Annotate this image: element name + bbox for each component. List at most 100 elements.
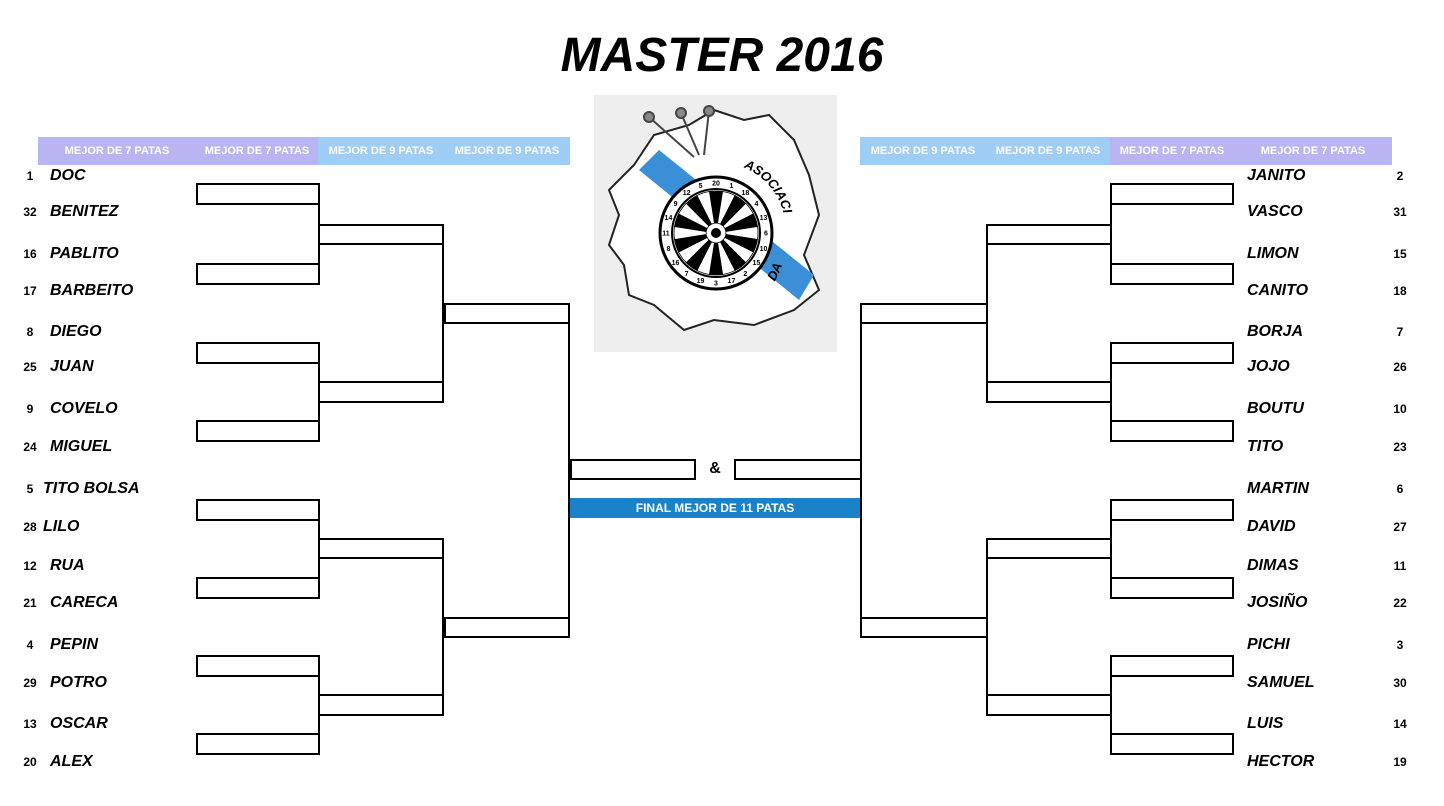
connector-left-r2 [442, 557, 444, 694]
left-seed: 1 [26, 169, 34, 183]
match-box-left-r1 [196, 342, 320, 364]
right-player-name: PICHI [1247, 636, 1290, 653]
right-seed: 14 [1393, 717, 1407, 731]
left-seed: 29 [23, 676, 37, 690]
right-player-name: MARTIN [1247, 480, 1309, 497]
dartboard-number: 11 [662, 231, 670, 238]
match-box-right-r1 [1110, 420, 1234, 442]
match-box-right-final [734, 459, 862, 480]
left-seed: 16 [23, 247, 37, 261]
dartboard-number: 20 [712, 181, 720, 188]
final-label: FINAL MEJOR DE 11 PATAS [570, 498, 860, 518]
match-box-right-r1 [1110, 342, 1234, 364]
right-seed: 27 [1393, 520, 1407, 534]
right-seed: 3 [1396, 638, 1404, 652]
connector-left-r2 [442, 243, 444, 381]
match-box-right-r1 [1110, 733, 1234, 755]
dartboard-number: 13 [760, 215, 768, 222]
left-player-name: BARBEITO [50, 282, 134, 299]
right-player-name: VASCO [1247, 203, 1303, 220]
dartboard-segment [696, 191, 715, 225]
match-box-left-r2 [318, 224, 444, 245]
match-box-right-r1 [1110, 263, 1234, 285]
match-box-left-final [570, 459, 696, 480]
header-right-r2: MEJOR DE 7 PATAS [1110, 137, 1234, 165]
match-box-left-r1 [196, 420, 320, 442]
dartboard-number: 15 [753, 260, 761, 267]
match-box-left-r2 [318, 538, 444, 559]
left-player-name: PABLITO [50, 245, 119, 262]
match-box-right-r2 [986, 694, 1112, 716]
right-seed: 10 [1393, 402, 1407, 416]
match-box-right-r2 [986, 538, 1112, 559]
match-box-right-r1 [1110, 577, 1234, 599]
right-player-name: LUIS [1247, 715, 1284, 732]
match-box-left-r3 [444, 617, 570, 638]
match-box-right-r3 [860, 303, 988, 324]
left-seed: 20 [23, 755, 37, 769]
left-seed: 12 [23, 559, 37, 573]
left-player-name: RUA [50, 557, 85, 574]
header-left-r1: MEJOR DE 7 PATAS [38, 137, 196, 165]
header-right-r3: MEJOR DE 9 PATAS [986, 137, 1110, 165]
dartboard-number: 1 [729, 183, 733, 190]
left-player-name: MIGUEL [50, 438, 113, 455]
match-box-right-r1 [1110, 183, 1234, 205]
right-seed: 19 [1393, 755, 1407, 769]
dartboard-number: 4 [754, 201, 758, 208]
right-seed: 18 [1393, 284, 1407, 298]
left-player-name: CARECA [50, 594, 119, 611]
right-seed: 22 [1393, 596, 1407, 610]
header-right-r1: MEJOR DE 7 PATAS [1234, 137, 1392, 165]
right-player-name: JOSIÑO [1247, 594, 1308, 611]
right-player-name: SAMUEL [1247, 674, 1315, 691]
match-box-left-r1 [196, 499, 320, 521]
match-box-left-r1 [196, 733, 320, 755]
left-seed: 21 [23, 596, 37, 610]
match-box-right-r1 [1110, 499, 1234, 521]
page-title: MASTER 2016 [560, 29, 884, 82]
right-seed: 31 [1393, 205, 1407, 219]
dartboard-number: 3 [714, 281, 718, 288]
left-seed: 32 [23, 205, 37, 219]
left-player-name: LILO [43, 518, 80, 535]
match-box-left-r1 [196, 577, 320, 599]
left-player-name: COVELO [50, 400, 118, 417]
right-seed: 26 [1393, 360, 1407, 374]
header-left-r2: MEJOR DE 7 PATAS [196, 137, 318, 165]
left-seed: 9 [26, 402, 34, 416]
right-seed: 2 [1396, 169, 1404, 183]
left-player-name: ALEX [50, 753, 93, 770]
dartboard-number: 12 [683, 190, 691, 197]
right-player-name: JOJO [1247, 358, 1290, 375]
dartboard-number: 10 [760, 246, 768, 253]
dartboard-number: 19 [697, 278, 705, 285]
match-box-left-r2 [318, 381, 444, 403]
left-seed: 5 [26, 482, 34, 496]
left-player-name: PEPIN [50, 636, 99, 653]
right-player-name: TITO [1247, 438, 1284, 455]
right-seed: 6 [1396, 482, 1404, 496]
match-box-left-r1 [196, 655, 320, 677]
dartboard-number: 5 [699, 183, 703, 190]
left-player-name: DOC [50, 167, 86, 184]
match-box-right-r2 [986, 381, 1112, 403]
right-player-name: HECTOR [1247, 753, 1315, 770]
right-player-name: BORJA [1247, 323, 1304, 340]
header-left-r4: MEJOR DE 9 PATAS [444, 137, 570, 165]
left-seed: 25 [23, 360, 37, 374]
match-box-left-r3 [444, 303, 570, 324]
match-box-left-r1 [196, 263, 320, 285]
left-player-name: TITO BOLSA [43, 480, 140, 497]
right-player-name: LIMON [1247, 245, 1299, 262]
dartboard-number: 18 [741, 190, 749, 197]
match-box-left-r1 [196, 183, 320, 205]
match-box-right-r2 [986, 224, 1112, 245]
right-player-name: BOUTU [1247, 400, 1304, 417]
final-connector: & [709, 460, 721, 477]
left-seed: 28 [23, 520, 37, 534]
right-seed: 15 [1393, 247, 1407, 261]
match-box-right-r1 [1110, 655, 1234, 677]
match-box-right-r3 [860, 617, 988, 638]
header-left-r3: MEJOR DE 9 PATAS [318, 137, 444, 165]
